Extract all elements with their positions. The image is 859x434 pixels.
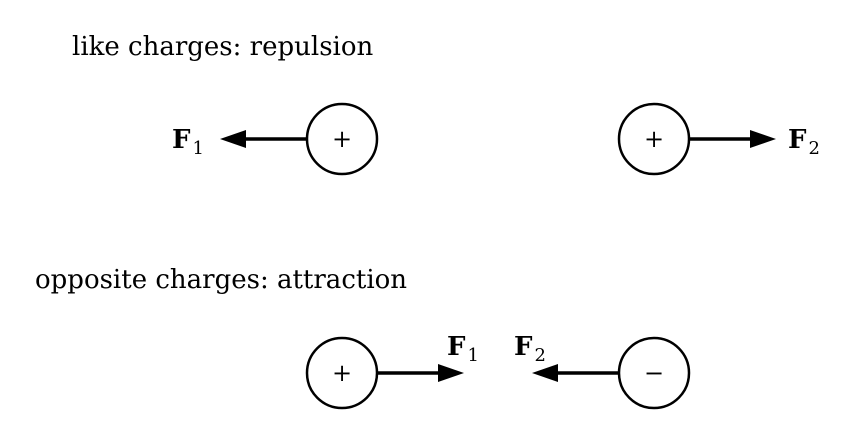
opposite-force-1-arrow-head (438, 364, 464, 382)
opposite-charge-left: + (305, 336, 379, 410)
like-charges-caption: like charges: repulsion (72, 32, 374, 62)
like-force-1-arrow (220, 130, 307, 148)
opposite-charges-caption: opposite charges: attraction (35, 265, 407, 295)
opposite-force-2-symbol: F (514, 332, 533, 362)
like-charge-left-sign: + (332, 125, 352, 153)
opposite-force-1-symbol: F (447, 332, 466, 362)
like-force-2-arrow-head (750, 130, 776, 148)
like-force-2-symbol: F (788, 125, 807, 155)
like-force-1-arrow-head (220, 130, 246, 148)
like-force-1-subscript: 1 (192, 138, 203, 159)
opposite-force-2-arrow-head (532, 364, 558, 382)
opposite-force-1-subscript: 1 (467, 345, 478, 366)
like-force-1-symbol: F (172, 125, 191, 155)
opposite-charge-right-sign: − (644, 359, 664, 387)
opposite-force-2-subscript: 2 (534, 345, 545, 366)
opposite-force-2-arrow (532, 364, 619, 382)
like-charge-left-circle (305, 102, 379, 176)
like-charge-right: + (617, 102, 691, 176)
like-force-2-subscript: 2 (808, 138, 819, 159)
like-charge-right-sign: + (644, 125, 664, 153)
like-charge-left: + (305, 102, 379, 176)
opposite-charge-left-sign: + (332, 359, 352, 387)
opposite-force-1-arrow (377, 364, 464, 382)
like-force-2-arrow (689, 130, 776, 148)
opposite-charge-right: − (617, 336, 691, 410)
opposite-charge-right-circle (617, 336, 691, 410)
